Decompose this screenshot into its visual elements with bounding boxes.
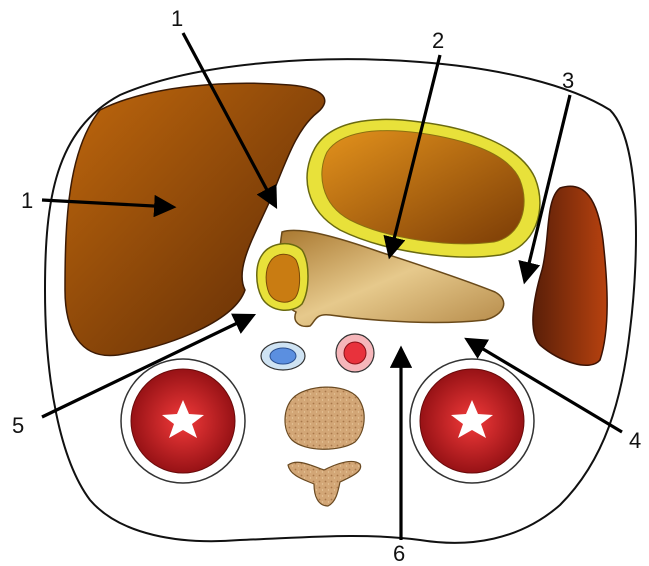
vertebral-body — [285, 387, 364, 449]
label-1-left: 1 — [21, 188, 33, 213]
duodenum-ring — [257, 244, 308, 311]
label-1-top: 1 — [171, 6, 183, 31]
kidney-left — [121, 359, 245, 483]
label-3: 3 — [562, 68, 574, 93]
label-5: 5 — [12, 413, 24, 438]
aorta-vessel — [336, 334, 374, 372]
kidney-right — [410, 359, 534, 483]
vena-cava-vessel — [261, 342, 305, 370]
label-2: 2 — [432, 28, 444, 53]
label-4: 4 — [629, 428, 641, 453]
label-6: 6 — [393, 541, 405, 566]
